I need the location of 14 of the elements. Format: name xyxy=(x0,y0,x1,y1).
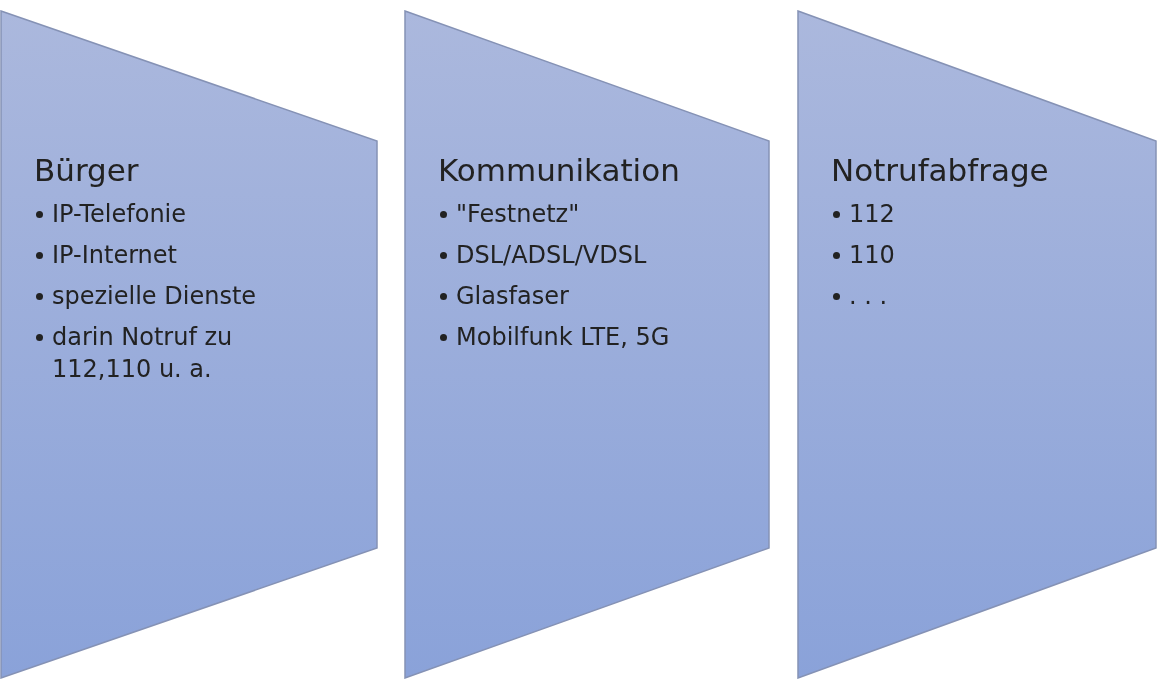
column-heading: Kommunikation xyxy=(438,152,681,188)
bullet-item: spezielle Dienste xyxy=(52,281,258,312)
bullet-item: IP-Telefonie xyxy=(52,199,188,230)
bullet-item: Mobilfunk LTE, 5G xyxy=(456,322,671,353)
bullet-item: DSL/ADSL/VDSL xyxy=(456,240,648,271)
bullet-item: IP-Internet xyxy=(52,240,178,271)
column-heading: Bürger xyxy=(34,152,140,188)
column-heading: Notrufabfrage xyxy=(831,152,1050,188)
bullet-item: darin Notruf zu 112,110 u. a. xyxy=(52,322,234,385)
bullet-item: . . . xyxy=(849,281,889,312)
bullet-item: 112 xyxy=(849,199,896,230)
bullet-item: 110 xyxy=(849,240,896,271)
bullet-item: Glasfaser xyxy=(456,281,570,312)
bullet-item: "Festnetz" xyxy=(456,199,581,230)
